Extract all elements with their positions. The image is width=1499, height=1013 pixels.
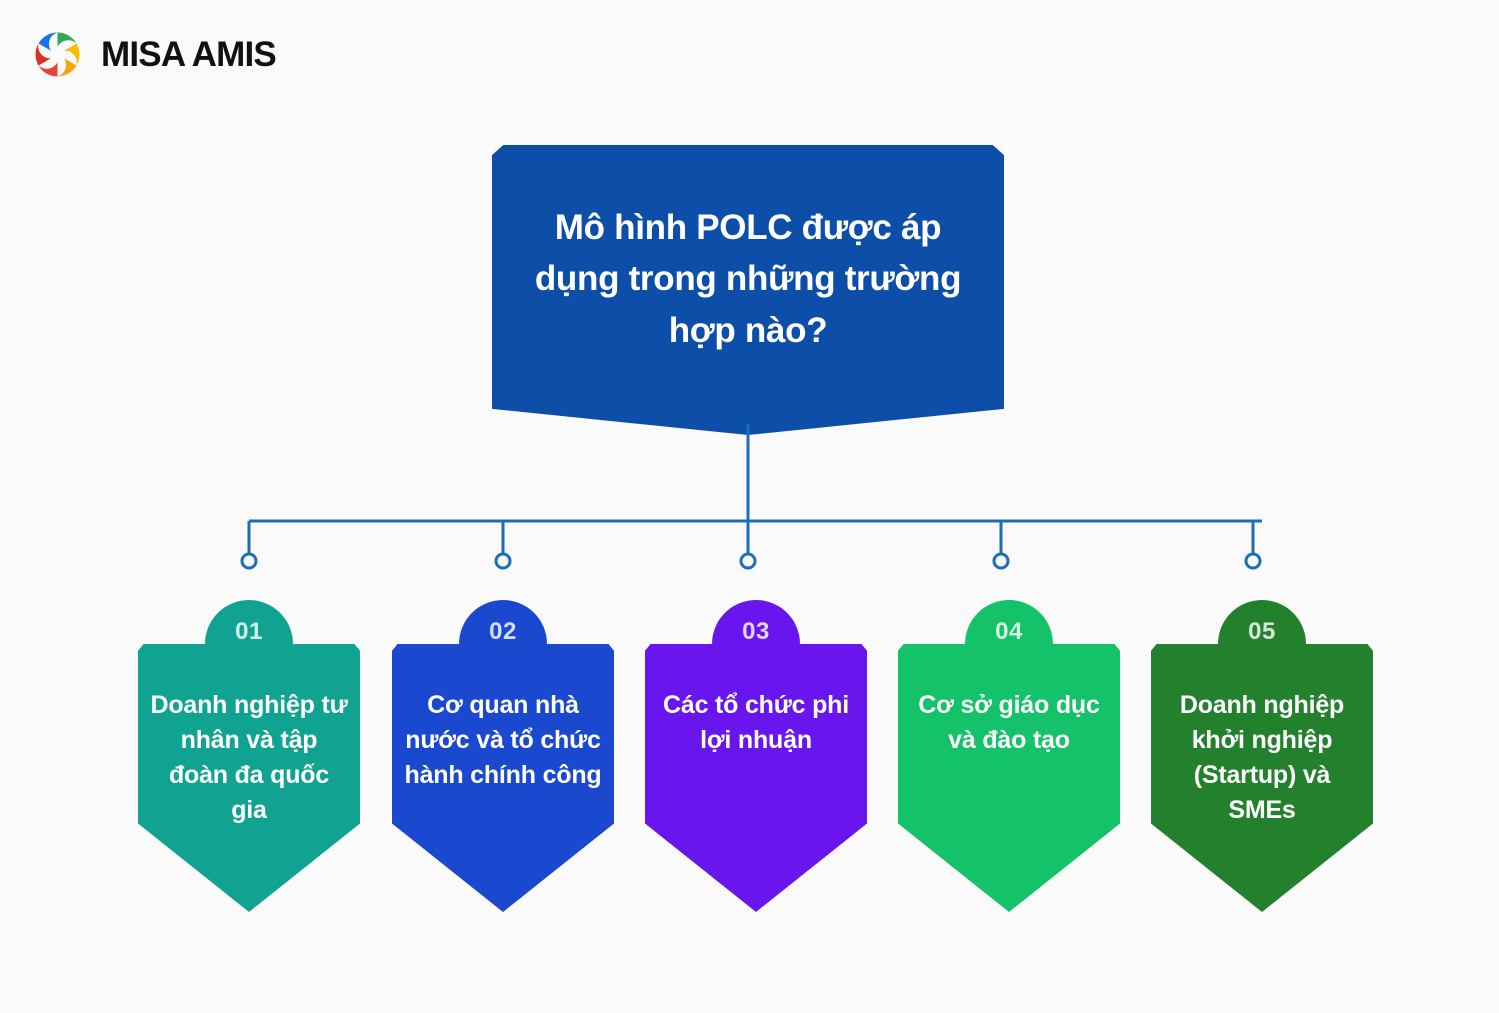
- connector-node-circle-icon-3: [739, 552, 757, 570]
- card-label-02: Cơ quan nhà nước và tổ chức hành chính c…: [404, 691, 602, 789]
- card-number-badge-01: 01: [205, 600, 293, 646]
- card-number-02: 02: [489, 618, 517, 645]
- card-body-04: Cơ sở giáo dục và đào tạo: [898, 644, 1120, 912]
- card-number-badge-04: 04: [965, 600, 1053, 646]
- root-node-shape: [492, 145, 1004, 435]
- card-number-03: 03: [742, 618, 770, 645]
- category-card-02[interactable]: 02 Cơ quan nhà nước và tổ chức hành chín…: [392, 600, 614, 912]
- card-number-04: 04: [995, 618, 1023, 645]
- card-number-01: 01: [235, 618, 263, 645]
- card-body-05: Doanh nghiệp khởi nghiệp (Startup) và SM…: [1151, 644, 1373, 912]
- card-body-02: Cơ quan nhà nước và tổ chức hành chính c…: [392, 644, 614, 912]
- connector-node-circle-icon-2: [494, 552, 512, 570]
- category-card-01[interactable]: 01 Doanh nghiệp tư nhân và tập đoàn đa q…: [138, 600, 360, 912]
- category-card-row: 01 Doanh nghiệp tư nhân và tập đoàn đa q…: [0, 600, 1499, 920]
- card-number-badge-05: 05: [1218, 600, 1306, 646]
- card-label-03: Các tổ chức phi lợi nhuận: [663, 691, 849, 754]
- category-card-04[interactable]: 04 Cơ sở giáo dục và đào tạo: [898, 600, 1120, 912]
- connector-node-circle-icon-5: [1244, 552, 1262, 570]
- category-card-03[interactable]: 03 Các tổ chức phi lợi nhuận: [645, 600, 867, 912]
- brand-name: MISA AMIS: [101, 34, 277, 74]
- connector-node-circle-icon-4: [992, 552, 1010, 570]
- card-body-01: Doanh nghiệp tư nhân và tập đoàn đa quốc…: [138, 644, 360, 912]
- brand-header: MISA AMIS: [30, 27, 277, 82]
- category-card-05[interactable]: 05 Doanh nghiệp khởi nghiệp (Startup) và…: [1151, 600, 1373, 912]
- root-node-title-card: Mô hình POLC được áp dụng trong những tr…: [492, 145, 1004, 435]
- connector-node-circle-icon-1: [240, 552, 258, 570]
- misa-aperture-logo-icon: [35, 32, 80, 77]
- card-number-05: 05: [1248, 618, 1276, 645]
- card-number-badge-03: 03: [712, 600, 800, 646]
- card-body-03: Các tổ chức phi lợi nhuận: [645, 644, 867, 912]
- card-label-05: Doanh nghiệp khởi nghiệp (Startup) và SM…: [1179, 691, 1345, 824]
- card-label-01: Doanh nghiệp tư nhân và tập đoàn đa quốc…: [150, 691, 348, 824]
- root-node-label: Mô hình POLC được áp dụng trong những tr…: [534, 208, 962, 350]
- card-number-badge-02: 02: [459, 600, 547, 646]
- card-label-04: Cơ sở giáo dục và đào tạo: [918, 691, 1100, 754]
